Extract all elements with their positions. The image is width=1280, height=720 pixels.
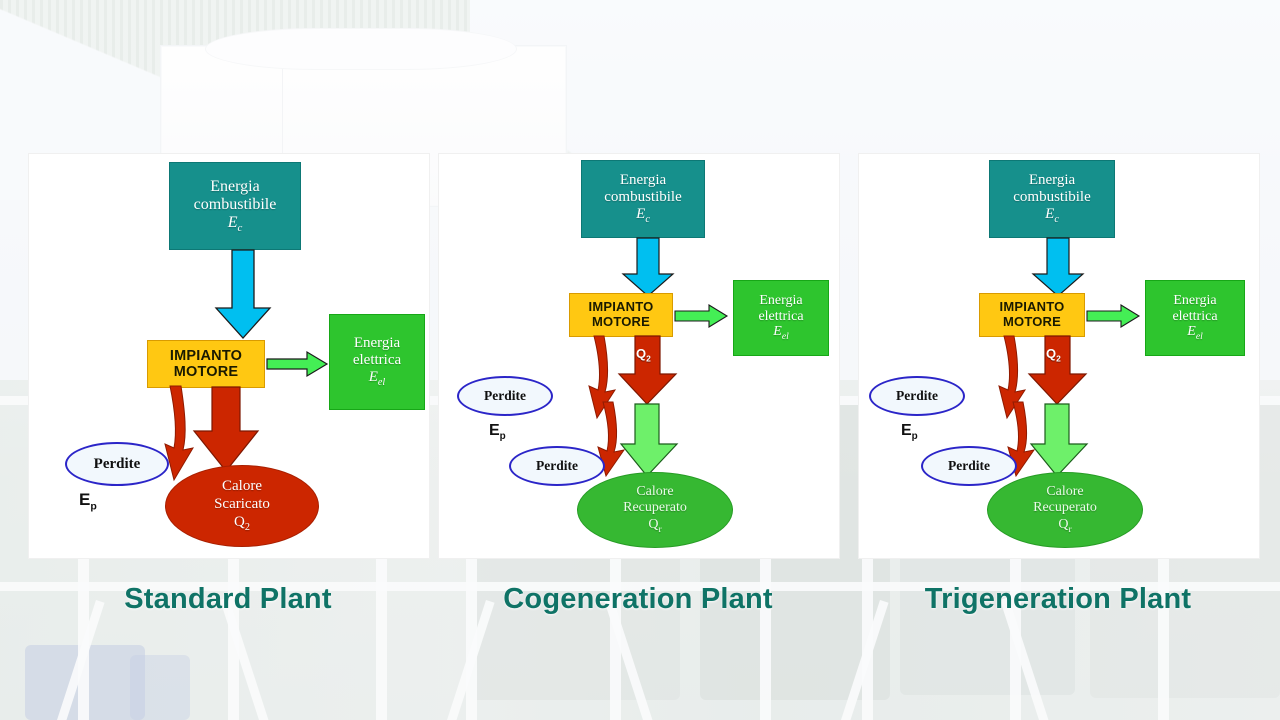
arrow-fuel-to-engine (621, 237, 675, 298)
node-losses-1: Perdite (869, 376, 965, 416)
losses-label: Perdite (948, 457, 990, 473)
electric-line-1: Energia (353, 335, 401, 352)
recovered-heat-line-2: Recuperato (623, 500, 687, 516)
node-losses-1: Perdite (457, 376, 553, 416)
arrow-recovery-to-heat (1029, 403, 1091, 478)
label-ep-losses: Ep (489, 422, 506, 443)
caption-trigeneration-plant: Trigeneration Plant (924, 583, 1192, 615)
caption-cogeneration-plant: Cogeneration Plant (503, 583, 773, 615)
node-engine-plant: IMPIANTO MOTORE (569, 293, 673, 337)
caption-standard-plant: Standard Plant (124, 583, 332, 615)
engine-line-1: IMPIANTO (999, 299, 1065, 315)
diagram-panel-cogeneration-plant: Energia combustibile Ec IMPIANTO MOTORE … (438, 153, 840, 559)
node-losses-2: Perdite (509, 446, 605, 486)
fuel-line-2: combustibile (604, 189, 682, 206)
node-losses-2: Perdite (921, 446, 1017, 486)
fuel-line-1: Energia (619, 172, 667, 189)
electric-line-1: Energia (1173, 293, 1217, 309)
label-ep-losses: Ep (79, 490, 97, 513)
electric-symbol: Eel (773, 324, 789, 343)
fuel-line-1: Energia (1028, 172, 1076, 189)
flow-diagram-trigeneration: Energia combustibile Ec IMPIANTO MOTORE … (859, 154, 1259, 558)
losses-label: Perdite (896, 387, 938, 403)
label-q2: Q2 (1046, 346, 1061, 364)
node-losses-1: Perdite (65, 442, 169, 486)
losses-label: Perdite (536, 457, 578, 473)
recovered-heat-symbol: Qr (1058, 517, 1072, 535)
electric-line-1: Energia (759, 293, 803, 309)
fuel-symbol: Ec (227, 213, 243, 234)
arrow-engine-to-waste-heat (192, 386, 262, 473)
node-recovered-heat: Calore Recuperato Qr (577, 472, 733, 548)
fuel-line-1: Energia (210, 177, 260, 195)
fuel-symbol: Ec (636, 206, 650, 226)
engine-line-1: IMPIANTO (588, 299, 654, 315)
arrow-recovery-to-heat (619, 403, 681, 478)
electric-line-2: elettrica (758, 308, 804, 324)
arrow-engine-to-losses-1 (582, 335, 622, 420)
electric-symbol: Eel (368, 369, 386, 389)
arrow-engine-to-losses-1 (992, 335, 1032, 420)
waste-heat-line-2: Scaricato (214, 496, 270, 513)
label-q2: Q2 (636, 346, 651, 364)
arrow-engine-to-losses (157, 385, 201, 482)
flow-diagram-standard: Energia combustibile Ec IMPIANTO MOTORE … (29, 154, 429, 558)
node-electric-energy: Energia elettrica Eel (1145, 280, 1245, 356)
electric-symbol: Eel (1187, 324, 1203, 343)
arrow-engine-to-electric (266, 350, 329, 378)
electric-line-2: elettrica (352, 352, 402, 369)
recovered-heat-line-2: Recuperato (1033, 500, 1097, 516)
engine-line-1: IMPIANTO (169, 347, 243, 364)
arrow-engine-to-recovery (1027, 335, 1089, 406)
waste-heat-line-1: Calore (222, 478, 262, 495)
engine-line-2: MOTORE (173, 364, 239, 380)
arrow-fuel-to-engine (214, 249, 272, 340)
node-electric-energy: Energia elettrica Eel (329, 314, 425, 410)
node-fuel-energy: Energia combustibile Ec (581, 160, 705, 238)
arrow-fuel-to-engine (1031, 237, 1085, 298)
fuel-line-2: combustibile (1013, 189, 1091, 206)
diagram-panel-standard-plant: Energia combustibile Ec IMPIANTO MOTORE … (28, 153, 430, 559)
recovered-heat-line-1: Calore (636, 483, 674, 499)
node-electric-energy: Energia elettrica Eel (733, 280, 829, 356)
arrow-engine-to-electric (674, 304, 729, 328)
label-ep-losses: Ep (901, 422, 918, 443)
node-recovered-heat: Calore Recuperato Qr (987, 472, 1143, 548)
losses-label: Perdite (484, 387, 526, 403)
fuel-symbol: Ec (1045, 206, 1059, 226)
losses-label: Perdite (93, 455, 141, 472)
recovered-heat-symbol: Qr (648, 517, 662, 535)
node-fuel-energy: Energia combustibile Ec (169, 162, 301, 250)
node-engine-plant: IMPIANTO MOTORE (979, 293, 1085, 337)
arrow-engine-to-electric (1086, 304, 1141, 328)
node-fuel-energy: Energia combustibile Ec (989, 160, 1115, 238)
waste-heat-symbol: Q2 (234, 514, 250, 534)
recovered-heat-line-1: Calore (1046, 483, 1084, 499)
fuel-line-2: combustibile (193, 195, 277, 213)
engine-line-2: MOTORE (1002, 314, 1062, 329)
node-engine-plant: IMPIANTO MOTORE (147, 340, 265, 388)
flow-diagram-cogeneration: Energia combustibile Ec IMPIANTO MOTORE … (439, 154, 839, 558)
engine-line-2: MOTORE (591, 314, 651, 329)
diagram-panel-trigeneration-plant: Energia combustibile Ec IMPIANTO MOTORE … (858, 153, 1260, 559)
arrow-engine-to-recovery (617, 335, 679, 406)
node-waste-heat: Calore Scaricato Q2 (165, 465, 319, 547)
electric-line-2: elettrica (1172, 308, 1218, 324)
